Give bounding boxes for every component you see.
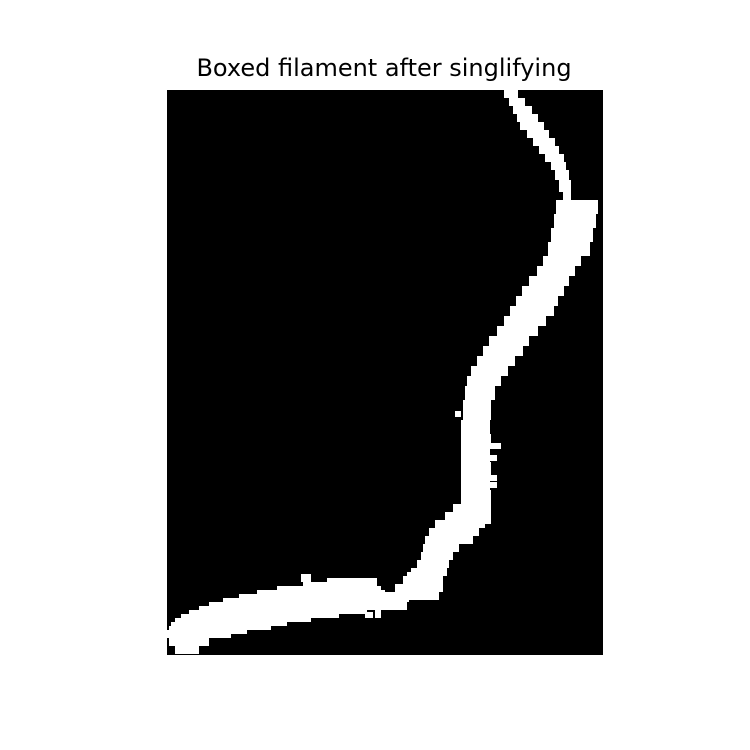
filament-pixels	[167, 90, 598, 654]
filament-image	[167, 90, 603, 655]
figure-title: Boxed filament after singlifying	[196, 54, 572, 82]
filament-mask	[167, 90, 598, 654]
